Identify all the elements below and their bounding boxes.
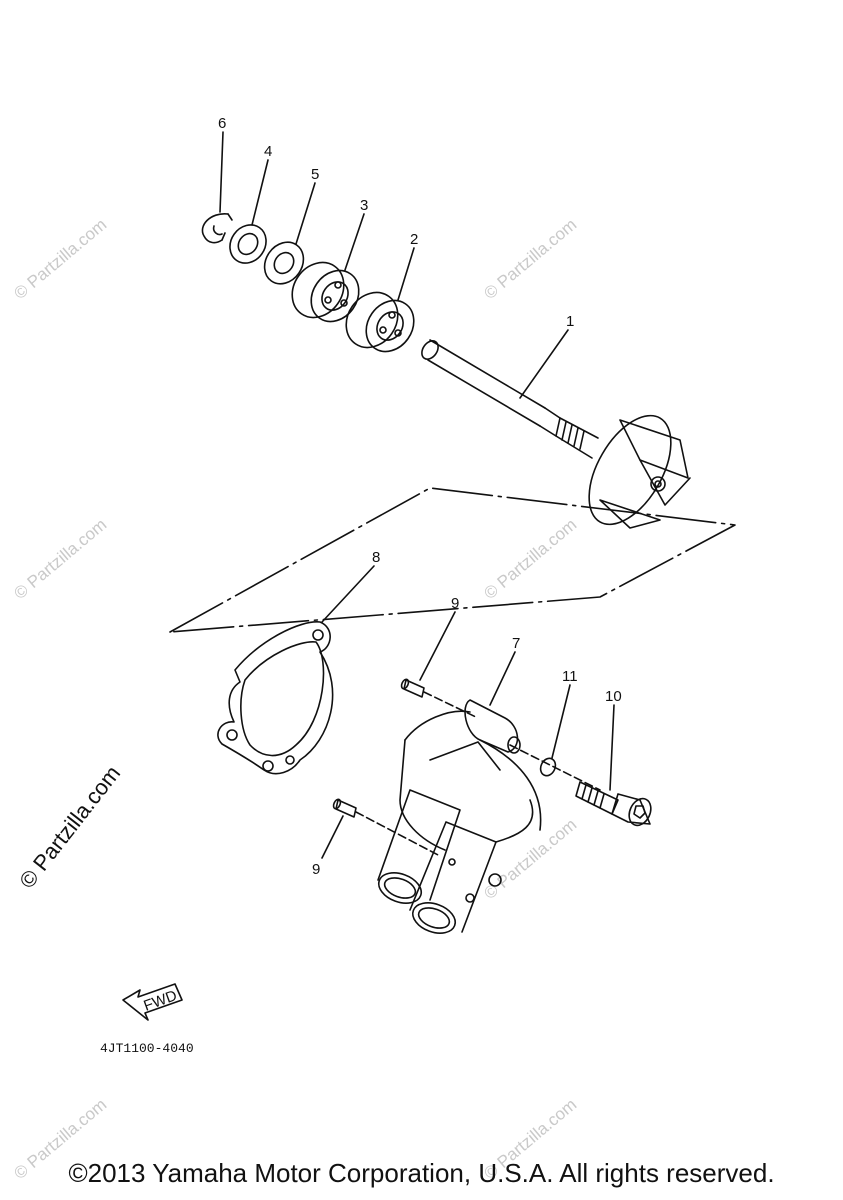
watermark: © Partzilla.com [480, 215, 580, 303]
watermark: © Partzilla.com [480, 515, 580, 603]
callout-3: 3 [360, 197, 368, 214]
copyright-notice: ©2013 Yamaha Motor Corporation, U.S.A. A… [68, 1158, 775, 1188]
gasket-part-8 [217, 621, 334, 775]
leader-line-11 [551, 684, 571, 759]
watermark: © Partzilla.com [10, 515, 110, 603]
leader-line-2 [397, 247, 415, 301]
callout-9-lower: 9 [312, 861, 320, 878]
fwd-arrow-icon [122, 983, 183, 1021]
bearing-part-3 [291, 261, 360, 323]
pump-housing-part-7 [377, 699, 542, 934]
callout-6: 6 [218, 115, 226, 132]
callout-1: 1 [566, 313, 574, 330]
callout-5: 5 [311, 166, 319, 183]
dowel-pin-part-9-lower [332, 798, 357, 818]
fwd-label: FWD [141, 987, 179, 1015]
leader-line-6 [219, 131, 224, 213]
callout-11: 11 [562, 668, 578, 685]
dowel-pin-part-9-upper [400, 678, 425, 698]
leader-line-4 [251, 159, 269, 226]
circlip-part-6 [201, 213, 233, 244]
leader-line-5 [295, 182, 316, 245]
impeller-shaft-part-1 [421, 339, 691, 529]
leader-line-9a [419, 611, 456, 681]
centerline-11 [509, 744, 601, 791]
leader-line-8 [321, 565, 375, 623]
watermark-layer: © Partzilla.com © Partzilla.com © Partzi… [10, 215, 580, 1183]
assembly-plane [169, 487, 736, 633]
washer-part-11 [539, 757, 557, 777]
watermark-prominent: © Partzilla.com [14, 761, 125, 893]
leader-line-9b [321, 815, 344, 859]
callout-10: 10 [605, 688, 622, 705]
callout-8: 8 [372, 549, 380, 566]
callout-9-upper: 9 [451, 595, 459, 612]
callout-7: 7 [512, 635, 520, 652]
washer-part-4 [229, 224, 267, 264]
leader-line-3 [344, 213, 365, 271]
oil-seal-part-5 [263, 241, 305, 285]
leader-line-10 [609, 704, 615, 791]
watermark: © Partzilla.com [480, 815, 580, 903]
leader-line-7 [489, 651, 516, 706]
drawing-code: 4JT1100-4040 [100, 1041, 194, 1056]
watermark: © Partzilla.com [10, 215, 110, 303]
bolt-part-10 [575, 781, 652, 827]
callout-2: 2 [410, 231, 418, 248]
callout-4: 4 [264, 143, 272, 160]
centerline-9a [423, 691, 479, 719]
centerline-9b [355, 811, 441, 857]
leader-line-1 [519, 329, 569, 399]
bearing-part-2 [345, 291, 415, 353]
